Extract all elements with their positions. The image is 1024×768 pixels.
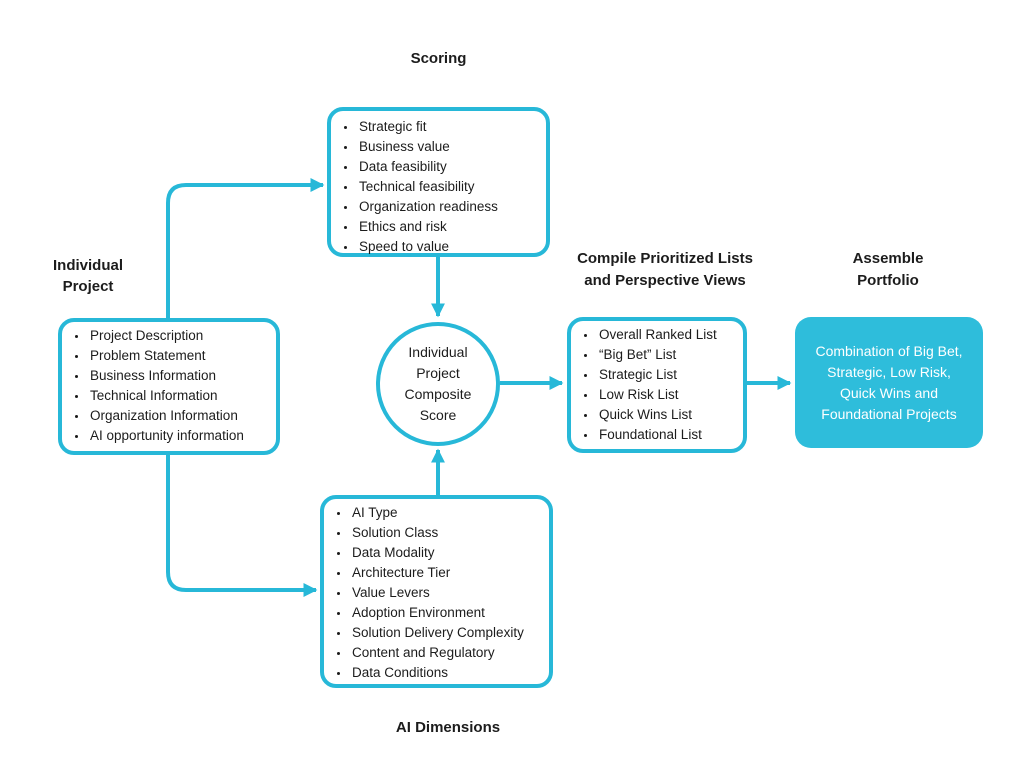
list-item: Low Risk List	[581, 385, 739, 405]
compile-lists-label: Compile Prioritized Lists and Perspectiv…	[577, 250, 753, 289]
list-item: “Big Bet” List	[581, 345, 739, 365]
list-item: Data Conditions	[334, 663, 545, 683]
composite-score-text: Individual Project Composite Score	[404, 344, 472, 423]
assemble-portfolio-box: Combination of Big Bet, Strategic, Low R…	[795, 317, 983, 448]
list-item: Content and Regulatory	[334, 643, 545, 663]
list-item: Speed to value	[341, 237, 542, 257]
list-item: Solution Class	[334, 523, 545, 543]
list-item: Technical Information	[72, 386, 272, 406]
list-item: Problem Statement	[72, 346, 272, 366]
list-item: Strategic fit	[341, 117, 542, 137]
list-item: Business value	[341, 137, 542, 157]
assemble-portfolio-label: Assemble Portfolio	[852, 250, 924, 289]
list-item: AI Type	[334, 503, 545, 523]
list-item: Data Modality	[334, 543, 545, 563]
list-item: Business Information	[72, 366, 272, 386]
list-item: Project Description	[72, 326, 272, 346]
scoring-label: Scoring	[410, 50, 467, 67]
composite-score-node: Individual Project Composite Score	[376, 322, 500, 446]
edge-individual-to-aidimensions	[166, 455, 318, 597]
ai-dimensions-label: AI Dimensions	[395, 719, 501, 736]
list-item: Ethics and risk	[341, 217, 542, 237]
list-item: Quick Wins List	[581, 405, 739, 425]
list-item: Strategic List	[581, 365, 739, 385]
list-item: Technical feasibility	[341, 177, 542, 197]
list-item: Overall Ranked List	[581, 325, 739, 345]
list-item: Organization Information	[72, 406, 272, 426]
list-item: Value Levers	[334, 583, 545, 603]
edge-individual-to-scoring	[166, 178, 325, 318]
list-item: Adoption Environment	[334, 603, 545, 623]
individual-project-label: Individual Project	[52, 257, 123, 295]
assemble-portfolio-text: Combination of Big Bet, Strategic, Low R…	[815, 342, 963, 422]
list-item: Foundational List	[581, 425, 739, 445]
list-item: Organization readiness	[341, 197, 542, 217]
list-item: Data feasibility	[341, 157, 542, 177]
list-item: Architecture Tier	[334, 563, 545, 583]
list-item: Solution Delivery Complexity	[334, 623, 545, 643]
list-item: AI opportunity information	[72, 426, 272, 446]
